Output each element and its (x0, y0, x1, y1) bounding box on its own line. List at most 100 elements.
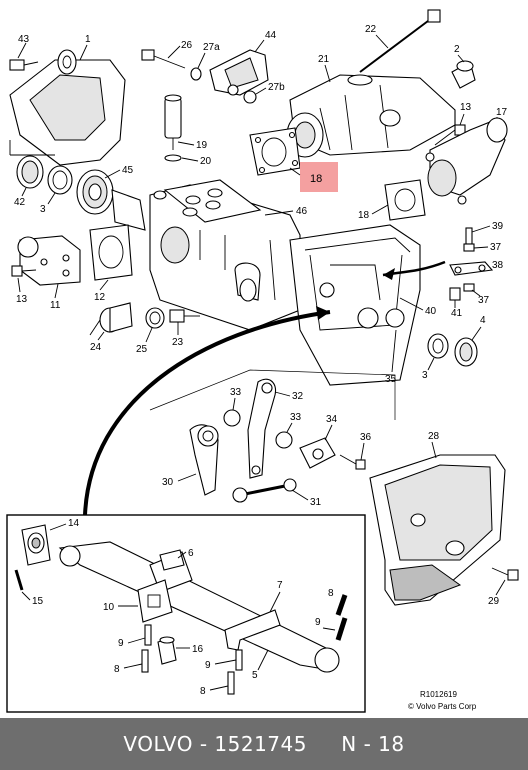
part-20-washer[interactable] (164, 154, 182, 162)
part-2-cap[interactable] (451, 60, 476, 89)
callout-3: 3 (40, 204, 46, 215)
part-39-stud[interactable] (465, 227, 473, 245)
callout-10: 10 (103, 602, 115, 613)
part-42-seal[interactable] (16, 155, 44, 189)
callout-3b: 3 (422, 370, 428, 381)
callout-5: 5 (252, 670, 258, 681)
callout-18-highlighted: 18 (310, 173, 322, 185)
part-26-bolt[interactable] (141, 49, 186, 69)
callout-21: 21 (318, 54, 330, 65)
callout-6: 6 (188, 548, 194, 559)
part-28-cover[interactable] (369, 454, 506, 606)
callout-35: 35 (385, 374, 397, 385)
highlight-box[interactable] (300, 162, 338, 192)
part-21-actuator[interactable] (286, 74, 456, 158)
callout-9a: 9 (118, 638, 124, 649)
callout-16: 16 (192, 644, 204, 655)
part-37-nut-bottom[interactable] (463, 283, 475, 292)
part-38-lever[interactable] (449, 261, 494, 276)
part-18-gasket-highlighted[interactable] (249, 127, 301, 176)
callout-38: 38 (492, 260, 504, 271)
callout-15: 15 (32, 596, 44, 607)
callout-44: 44 (265, 30, 277, 41)
part-44-bracket[interactable] (209, 49, 269, 96)
callout-17: 17 (496, 107, 508, 118)
callout-22: 22 (365, 24, 377, 35)
part-10-block[interactable] (137, 579, 173, 623)
part-18-gasket-right[interactable] (384, 179, 426, 221)
callout-43: 43 (18, 34, 30, 45)
callout-9c: 9 (315, 617, 321, 628)
part-3-ring-right[interactable] (427, 333, 449, 359)
callout-9b: 9 (205, 660, 211, 671)
part-19-plunger[interactable] (164, 94, 182, 150)
callout-45: 45 (122, 165, 134, 176)
callout-29: 29 (488, 596, 500, 607)
part-14-cam[interactable] (21, 524, 51, 566)
part-22-long-bolt[interactable] (359, 9, 441, 73)
callout-13a: 13 (16, 294, 28, 305)
part-24-sensor[interactable] (89, 302, 133, 336)
callout-46: 46 (296, 206, 308, 217)
part-43-bolt[interactable] (9, 59, 39, 71)
callout-24: 24 (90, 342, 102, 353)
part-15-pin[interactable] (14, 569, 24, 591)
part-8-pin-a[interactable] (141, 649, 149, 673)
callout-13b: 13 (460, 102, 472, 113)
part-valve-body[interactable] (289, 224, 421, 386)
part-3-ring[interactable] (47, 165, 73, 195)
part-9-pin-a[interactable] (144, 624, 152, 646)
part-29-bolt[interactable] (491, 567, 519, 581)
callout-25: 25 (136, 344, 148, 355)
diagram-position: N - 18 (341, 732, 405, 756)
callout-30: 30 (162, 477, 174, 488)
callout-28: 28 (428, 431, 440, 442)
callout-39: 39 (492, 221, 504, 232)
part-7-fork[interactable] (224, 609, 281, 651)
part-41-bushing[interactable] (449, 287, 461, 301)
callout-12: 12 (94, 292, 106, 303)
part-8-pin-b[interactable] (227, 671, 235, 695)
callout-27b: 27b (268, 82, 285, 93)
part-8-pin-c[interactable] (335, 594, 348, 616)
part-13-bolt-left[interactable] (11, 265, 37, 277)
detail-inset-frame (6, 514, 366, 713)
part-23-plug[interactable] (169, 309, 200, 323)
part-32-link-arm[interactable] (247, 378, 277, 479)
part-number: 1521745 (214, 732, 307, 756)
part-33-bushing-b[interactable] (275, 431, 293, 449)
part-33-bushing-a[interactable] (223, 409, 241, 427)
callout-36: 36 (360, 432, 372, 443)
spacer (307, 732, 341, 756)
diagram-canvas: 1 43 42 3 45 (6, 9, 519, 713)
part-45-coupling[interactable] (76, 169, 146, 231)
part-30-fork[interactable] (189, 424, 219, 496)
callout-2: 2 (454, 44, 460, 55)
part-34-pivot[interactable] (299, 437, 336, 469)
callout-26: 26 (181, 40, 193, 51)
part-4-seal[interactable] (454, 337, 478, 367)
part-25-washer[interactable] (145, 307, 165, 329)
part-27a-washer[interactable] (190, 67, 202, 81)
part-31-rod[interactable] (232, 478, 297, 503)
shift-shaft[interactable] (58, 541, 340, 673)
callout-18b: 18 (358, 210, 370, 221)
part-1-cover[interactable] (9, 49, 126, 166)
callout-27a: 27a (203, 42, 220, 53)
callout-8a: 8 (114, 664, 120, 675)
callout-42: 42 (14, 197, 26, 208)
part-36-bolt[interactable] (339, 454, 366, 470)
part-46-housing[interactable] (149, 179, 301, 331)
callout-20: 20 (200, 156, 212, 167)
part-16-nut[interactable] (157, 636, 177, 665)
part-17-elbow[interactable] (425, 117, 508, 205)
part-11-cover-plate[interactable] (17, 235, 81, 286)
callout-41: 41 (451, 308, 463, 319)
callout-33b: 33 (290, 412, 302, 423)
part-37-nut-top[interactable] (463, 243, 475, 252)
part-27b-washer[interactable] (243, 90, 257, 104)
callout-37a: 37 (490, 242, 502, 253)
part-9-pin-b[interactable] (235, 649, 243, 671)
part-9-pin-c[interactable] (335, 617, 348, 641)
part-12-gasket[interactable] (89, 224, 133, 281)
